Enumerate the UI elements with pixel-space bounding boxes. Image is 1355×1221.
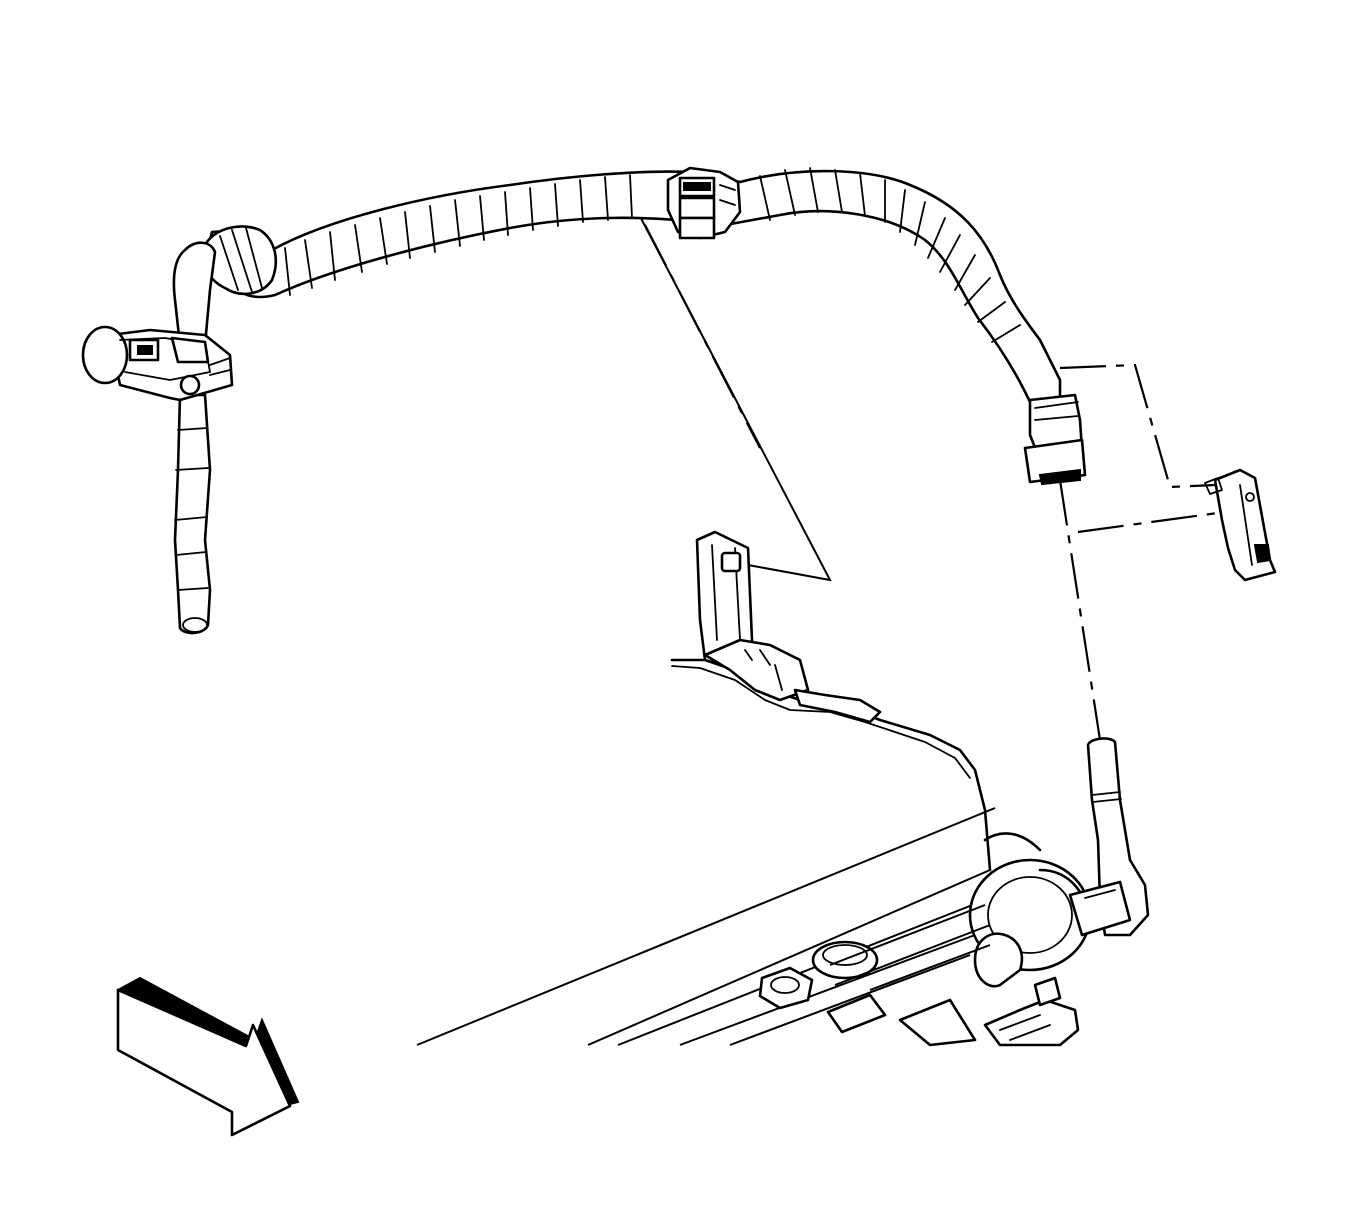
center-bracket-icon [695,530,882,724]
right-bracket-icon [1204,468,1277,582]
arrow-icon [116,976,300,1137]
electrical-connector-icon [81,325,234,402]
leader-lines [632,202,1226,741]
engine-component-icon [416,658,1092,1047]
wiring-harness-icon [172,167,1150,937]
harness-clip-icon [666,166,742,240]
